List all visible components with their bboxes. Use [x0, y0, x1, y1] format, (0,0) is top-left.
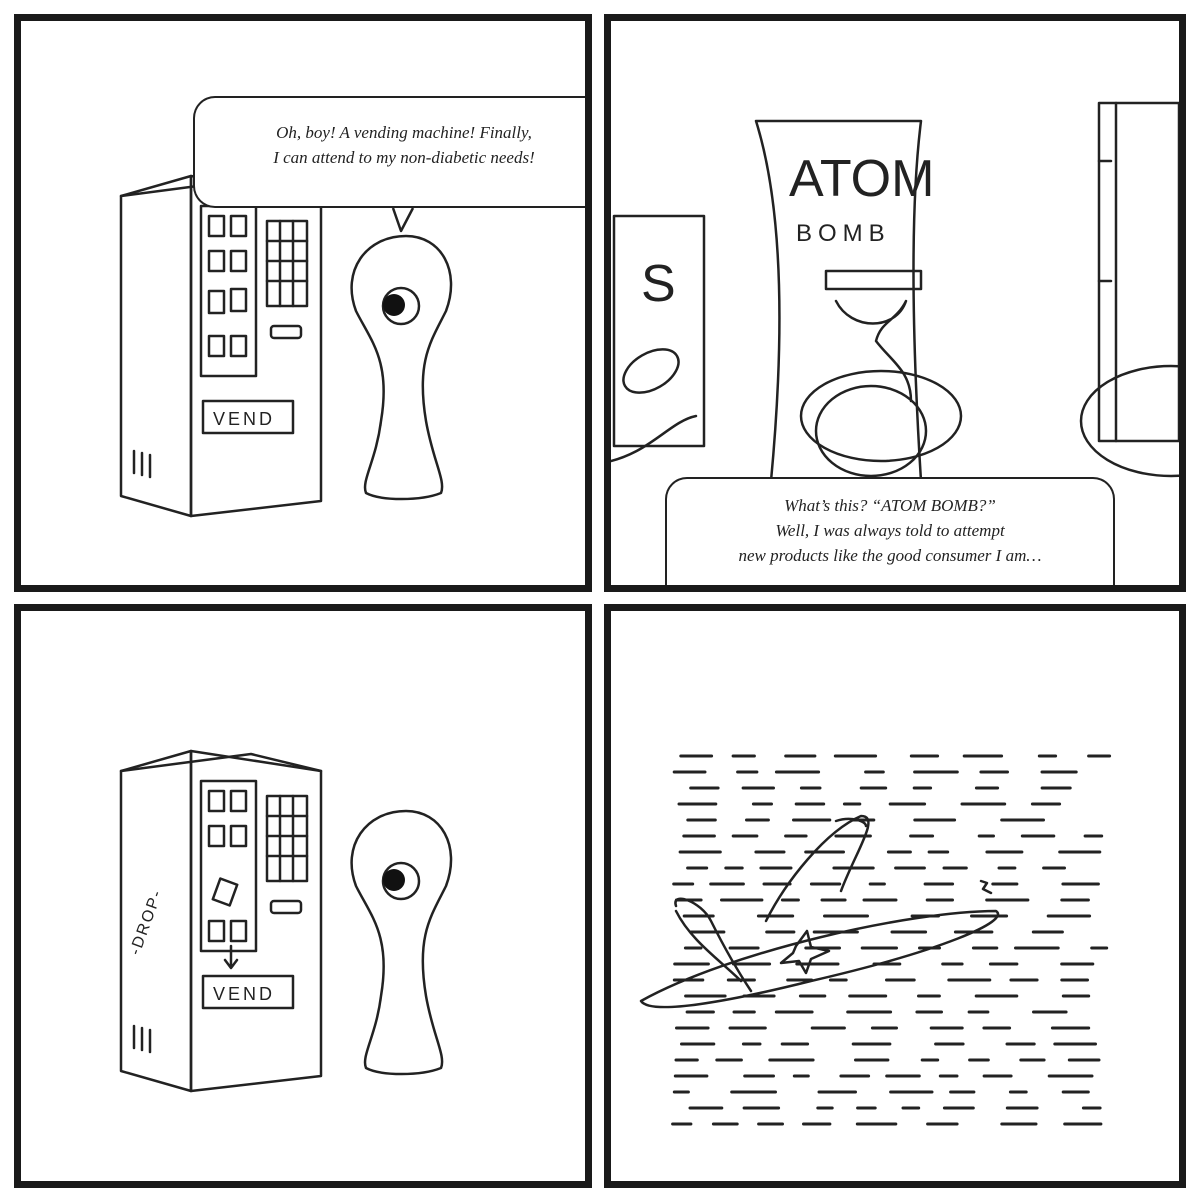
- caption-box: What’s this? “ATOM BOMB?” Well, I was al…: [665, 477, 1115, 585]
- side-sign-text: S: [641, 255, 676, 313]
- product-window: [199, 779, 258, 953]
- vend-button-frame: [201, 974, 295, 1010]
- vending-machine-top: [119, 752, 323, 773]
- package-atom-drawing: [834, 299, 913, 403]
- side-package-left: [612, 214, 706, 448]
- eye-creature-body: [350, 234, 453, 501]
- coin-slot: [269, 899, 303, 915]
- caption-line-3: new products like the good consumer I am…: [738, 546, 1042, 565]
- package-orbit-2: [814, 384, 928, 478]
- drop-sound-effect: -DROP-: [127, 887, 167, 958]
- falling-product: [211, 877, 239, 907]
- eye-pupil: [383, 294, 405, 316]
- speech-line-1: Oh, boy! A vending machine! Finally,: [276, 123, 532, 142]
- side-package-right: [1097, 101, 1179, 443]
- eye-outline: [381, 861, 421, 901]
- explosion-arc-left: [674, 897, 753, 993]
- eye-creature-body: [350, 809, 453, 1076]
- atom-sign-title: ATOM: [789, 150, 934, 208]
- coin-slot: [269, 324, 303, 340]
- atom-sign-subtitle: BOMB: [796, 220, 891, 247]
- vend-label: VEND: [213, 984, 275, 1004]
- package-label-bar: [824, 269, 923, 291]
- explosion-arc-right: [764, 814, 870, 923]
- eye-pupil: [383, 869, 405, 891]
- speed-lines: [671, 754, 1112, 1126]
- explosion-ring: [639, 909, 1000, 1009]
- speech-line-2: I can attend to my non-diabetic needs!: [273, 148, 535, 167]
- vending-machine-front: [189, 749, 323, 1093]
- panel-2-drawing: ATOM BOMB S: [611, 101, 1179, 483]
- explosion-star: [779, 929, 831, 975]
- comic-panel-1: Oh, boy! A vending machine! Finally, I c…: [14, 14, 592, 592]
- panel-4-explosion-drawing: [639, 754, 1112, 1126]
- comic-panel-4: [604, 604, 1186, 1188]
- spark: [979, 879, 993, 895]
- vending-machine-side: [119, 749, 193, 1093]
- eye-outline: [381, 286, 421, 326]
- keypad: [265, 219, 309, 308]
- drop-arrow: [223, 944, 239, 970]
- caption-line-1: What’s this? “ATOM BOMB?”: [784, 496, 996, 515]
- keypad: [265, 794, 309, 883]
- vending-machine-side: [119, 174, 193, 518]
- comic-panel-2: ATOM BOMB S What’s this? “ATOM BOMB?” We…: [604, 14, 1186, 592]
- panel-3-drawing: VEND -DROP-: [119, 749, 453, 1093]
- comic-panel-3: VEND -DROP-: [14, 604, 592, 1188]
- speech-bubble: Oh, boy! A vending machine! Finally, I c…: [193, 96, 585, 208]
- vend-button-frame: [201, 399, 295, 435]
- caption-line-2: Well, I was always told to attempt: [775, 521, 1005, 540]
- package-orbit-1: [799, 369, 963, 463]
